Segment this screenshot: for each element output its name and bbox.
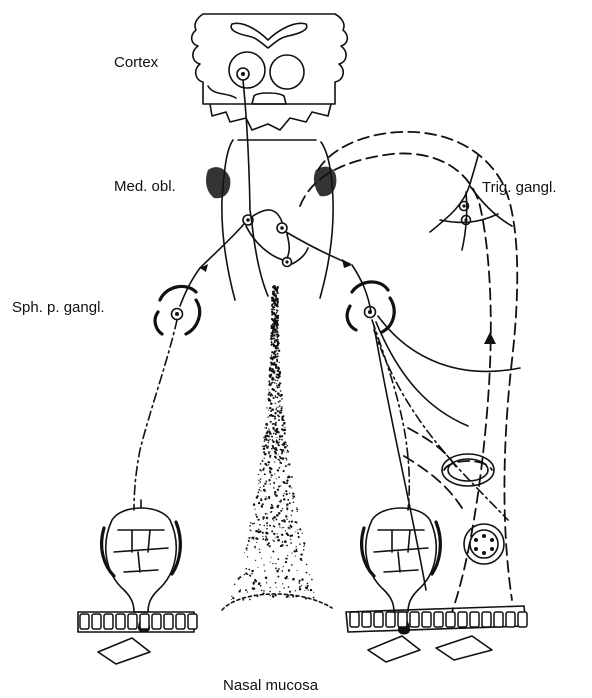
mucosa-arc xyxy=(222,594,332,610)
label-sphenopalatine: Sph. p. gangl. xyxy=(12,300,105,315)
trigeminal-ganglion xyxy=(430,156,512,250)
artery-vessel xyxy=(442,454,494,486)
label-trigeminal: Trig. gangl. xyxy=(482,180,556,195)
sphenopalatine-ganglion-left xyxy=(134,286,200,510)
venous-sinus xyxy=(464,524,504,564)
label-mucosa: Nasal mucosa xyxy=(223,678,318,693)
epithelium-right xyxy=(346,606,527,662)
nasal-septum-speckle xyxy=(231,285,315,601)
sphenopalatine-ganglion-right xyxy=(347,282,520,590)
label-medulla: Med. obl. xyxy=(114,179,176,194)
epithelium-left xyxy=(78,612,197,664)
label-cortex: Cortex xyxy=(114,55,158,70)
